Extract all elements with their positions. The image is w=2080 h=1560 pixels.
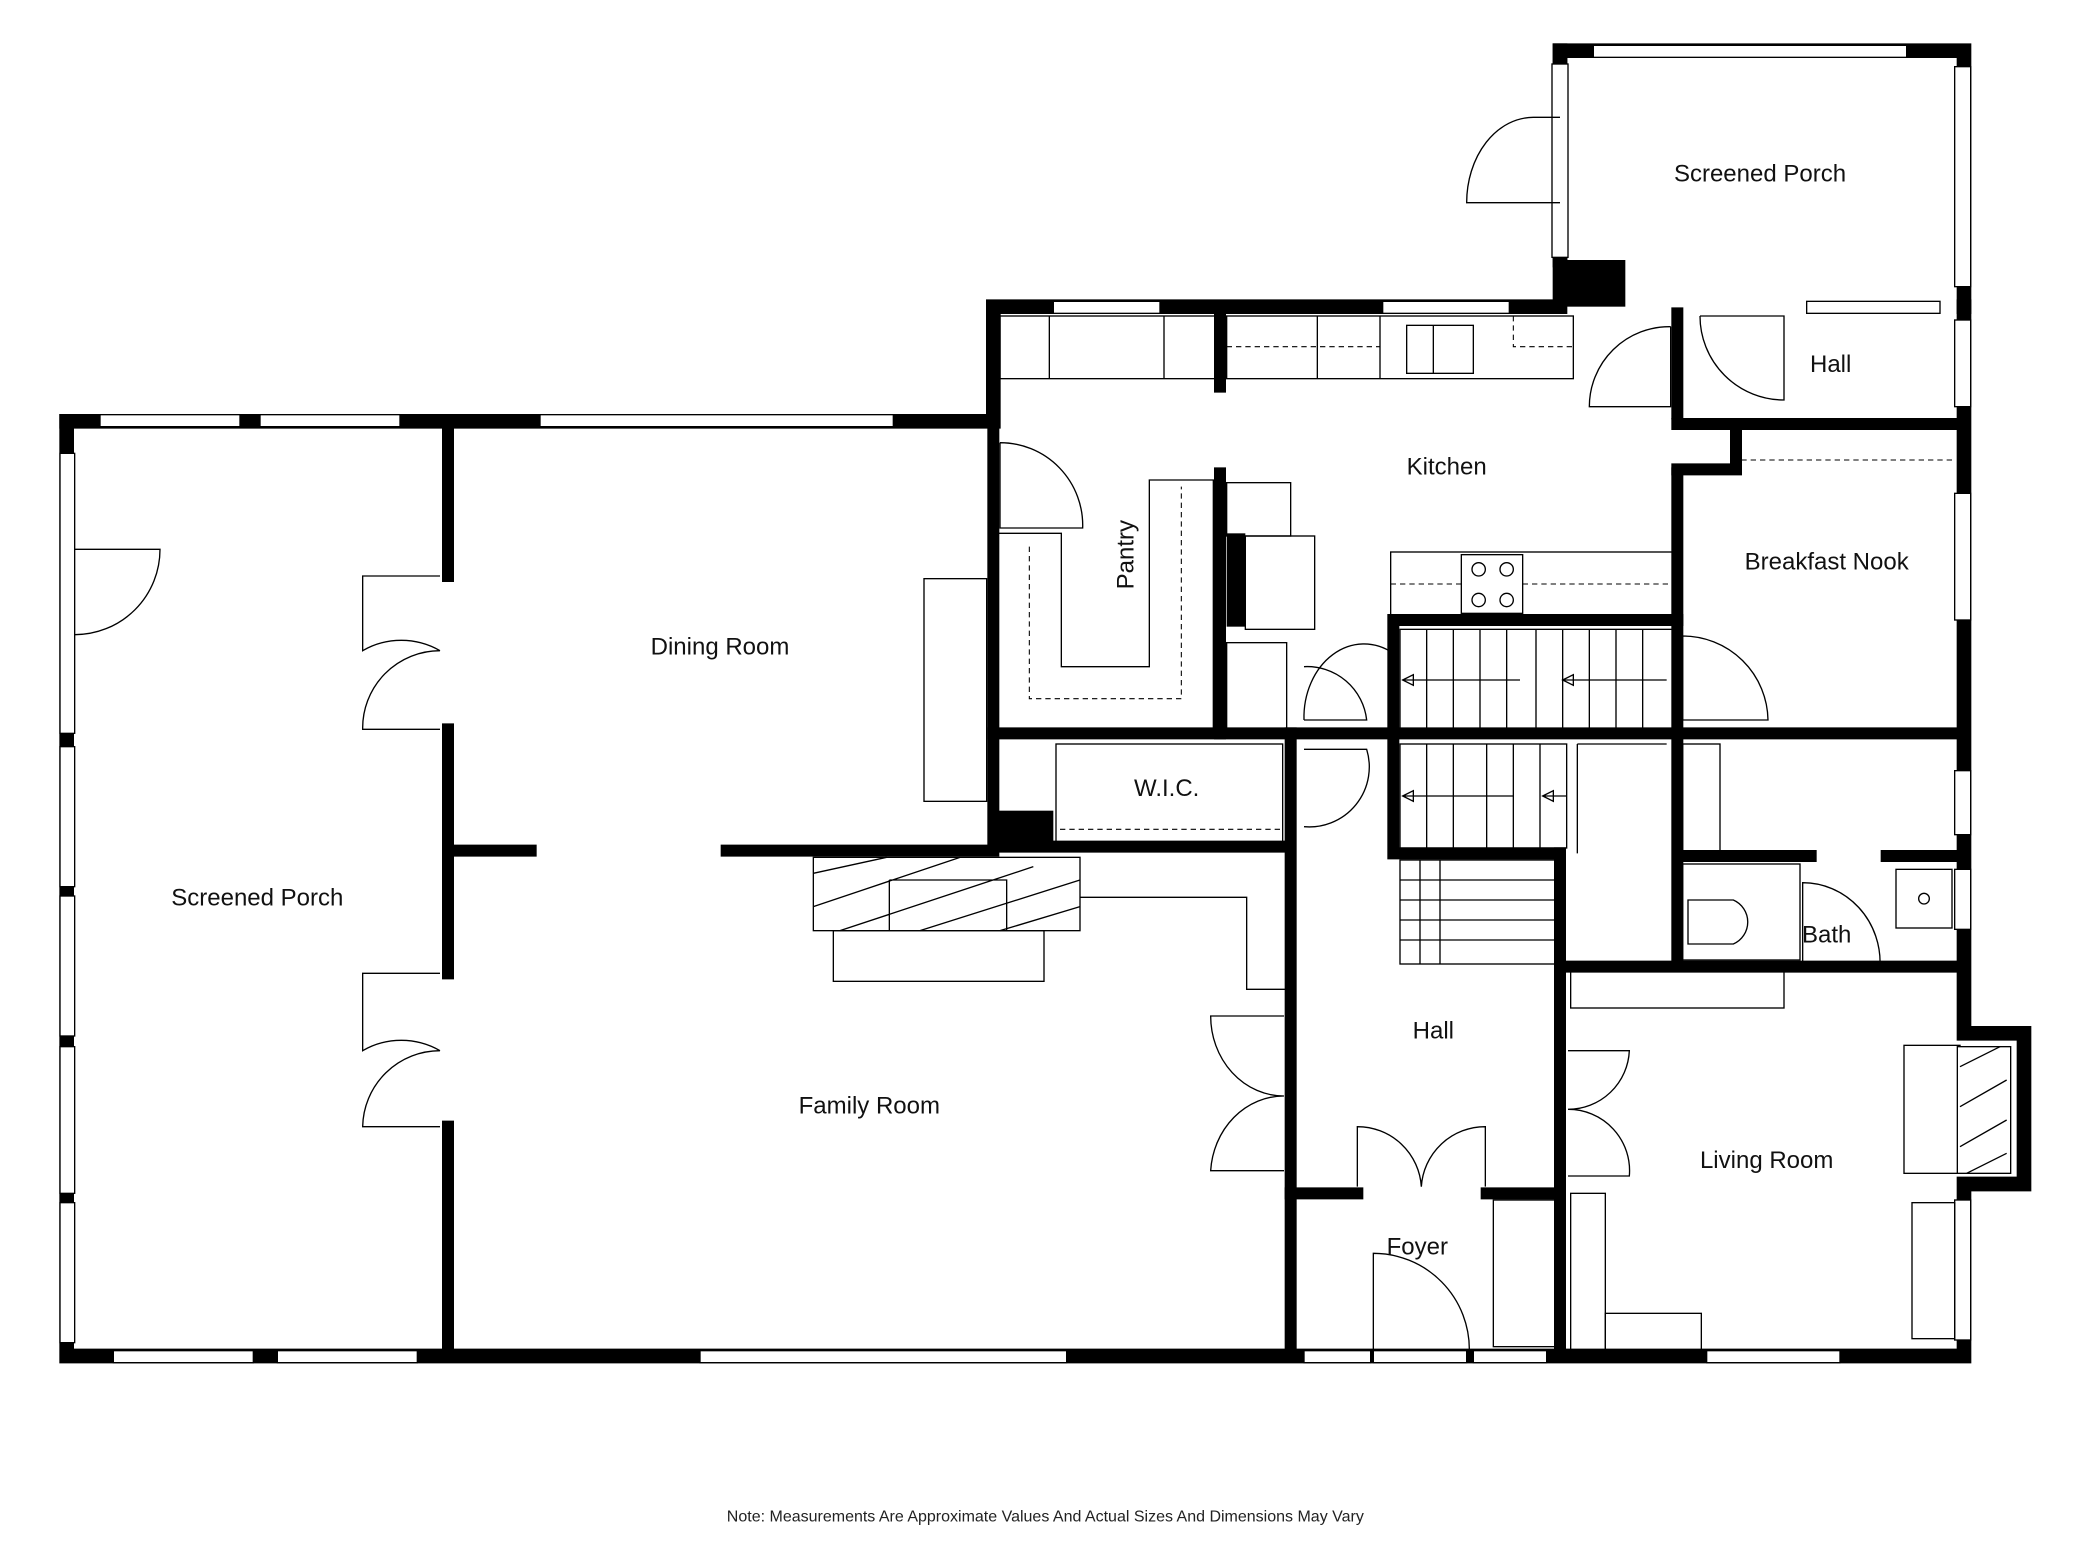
windows [59,44,1972,1364]
room-label-pantry: Pantry [1112,520,1139,589]
sink-icon [1406,324,1474,374]
room-label-bath: Bath [1802,922,1851,949]
room-label-hall: Hall [1413,1018,1454,1045]
room-label-dining-room: Dining Room [651,634,790,661]
doors [74,116,1881,1351]
stairs [1399,628,1674,965]
disclaimer-note: Note: Measurements Are Approximate Value… [727,1508,1364,1525]
room-label-living-room: Living Room [1700,1147,1833,1174]
room-label-breakfast-nook: Breakfast Nook [1745,548,1910,575]
room-label-wic: W.I.C. [1134,775,1199,802]
fixtures [812,315,2012,1352]
room-label-family-room: Family Room [799,1092,940,1119]
interior-walls [442,307,1966,1362]
room-label-foyer: Foyer [1387,1234,1448,1261]
room-label-screened-porch-top: Screened Porch [1674,160,1846,187]
room-label-kitchen: Kitchen [1407,454,1487,481]
stove-icon [1460,554,1524,614]
room-label-screened-porch-left: Screened Porch [171,884,343,911]
room-label-hall-top: Hall [1810,351,1851,378]
